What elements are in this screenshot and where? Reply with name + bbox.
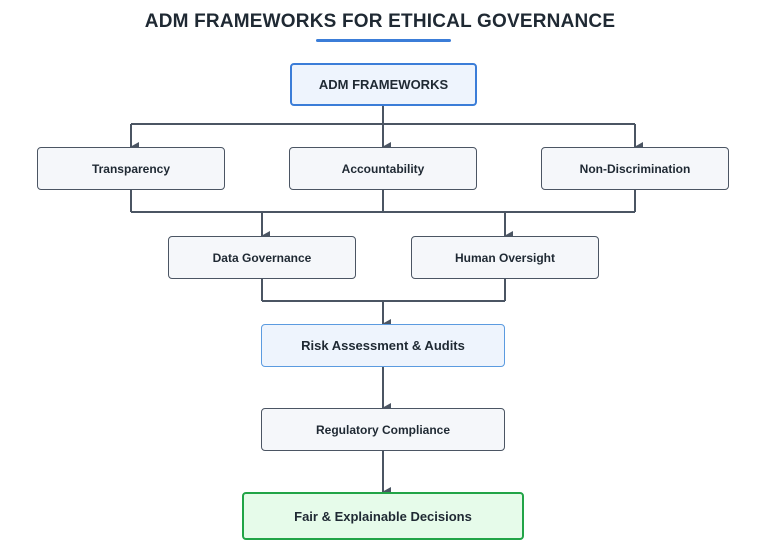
title-underline [316,39,451,42]
node-data-governance: Data Governance [168,236,356,279]
node-regulatory-compliance: Regulatory Compliance [261,408,505,451]
node-risk-assessment: Risk Assessment & Audits [261,324,505,367]
node-adm-frameworks: ADM FRAMEWORKS [290,63,477,106]
node-transparency: Transparency [37,147,225,190]
node-accountability: Accountability [289,147,477,190]
node-fair-explainable-decisions: Fair & Explainable Decisions [242,492,524,540]
diagram-title: ADM FRAMEWORKS FOR ETHICAL GOVERNANCE [144,11,616,32]
node-non-discrimination: Non-Discrimination [541,147,729,190]
node-human-oversight: Human Oversight [411,236,599,279]
